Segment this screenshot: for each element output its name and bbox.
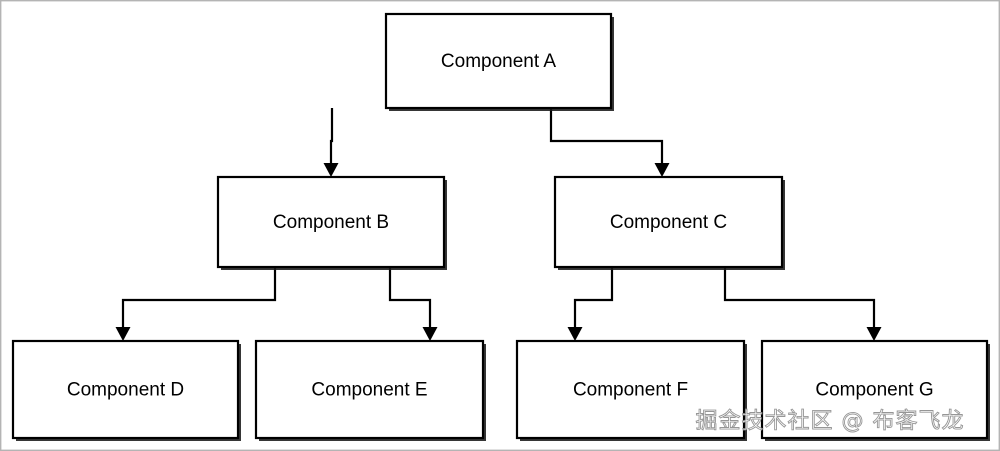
connector-a-to-b — [323, 108, 339, 177]
watermark-label: 掘金技术社区 @ 布客飞龙 — [696, 409, 965, 434]
node-label: Component D — [67, 380, 184, 401]
node-e[interactable]: Component E — [254, 339, 486, 441]
node-label: Component C — [610, 212, 727, 233]
node-a[interactable]: Component A — [384, 12, 614, 111]
node-box[interactable] — [254, 339, 485, 440]
node-box[interactable] — [11, 339, 240, 440]
node-b[interactable]: Component B — [216, 175, 447, 270]
connector-c-to-f — [567, 267, 614, 341]
node-g[interactable]: Component G — [760, 339, 990, 441]
node-box[interactable] — [216, 175, 446, 269]
arrowhead-icon — [567, 327, 583, 341]
connector-b-to-d — [115, 267, 277, 341]
connector-line — [573, 267, 614, 327]
connector-line — [723, 267, 876, 327]
arrowhead-icon — [422, 327, 438, 341]
arrowhead-icon — [654, 163, 670, 177]
connector-a-to-c — [549, 108, 670, 177]
node-label: Component F — [573, 380, 688, 401]
node-box[interactable] — [515, 339, 746, 440]
connector-b-to-e — [388, 267, 438, 341]
arrowhead-icon — [115, 327, 131, 341]
node-c[interactable]: Component C — [553, 175, 785, 270]
connector-c-to-g — [723, 267, 882, 341]
node-label: Component B — [273, 212, 389, 233]
node-box[interactable] — [760, 339, 989, 440]
node-layer: Component A Component B Component C Compone… — [11, 12, 990, 441]
connector-line — [329, 108, 334, 163]
node-label: Component G — [815, 380, 933, 401]
connector-line — [121, 267, 277, 327]
node-f[interactable]: Component F — [515, 339, 747, 441]
node-box[interactable] — [384, 12, 613, 110]
node-label: Component A — [441, 51, 556, 72]
connector-line — [549, 108, 664, 163]
connector-layer — [115, 108, 882, 341]
node-box[interactable] — [553, 175, 784, 269]
node-label: Component E — [311, 380, 427, 401]
connector-line — [388, 267, 432, 327]
node-d[interactable]: Component D — [11, 339, 241, 441]
arrowhead-icon — [866, 327, 882, 341]
arrowhead-icon — [323, 163, 339, 177]
